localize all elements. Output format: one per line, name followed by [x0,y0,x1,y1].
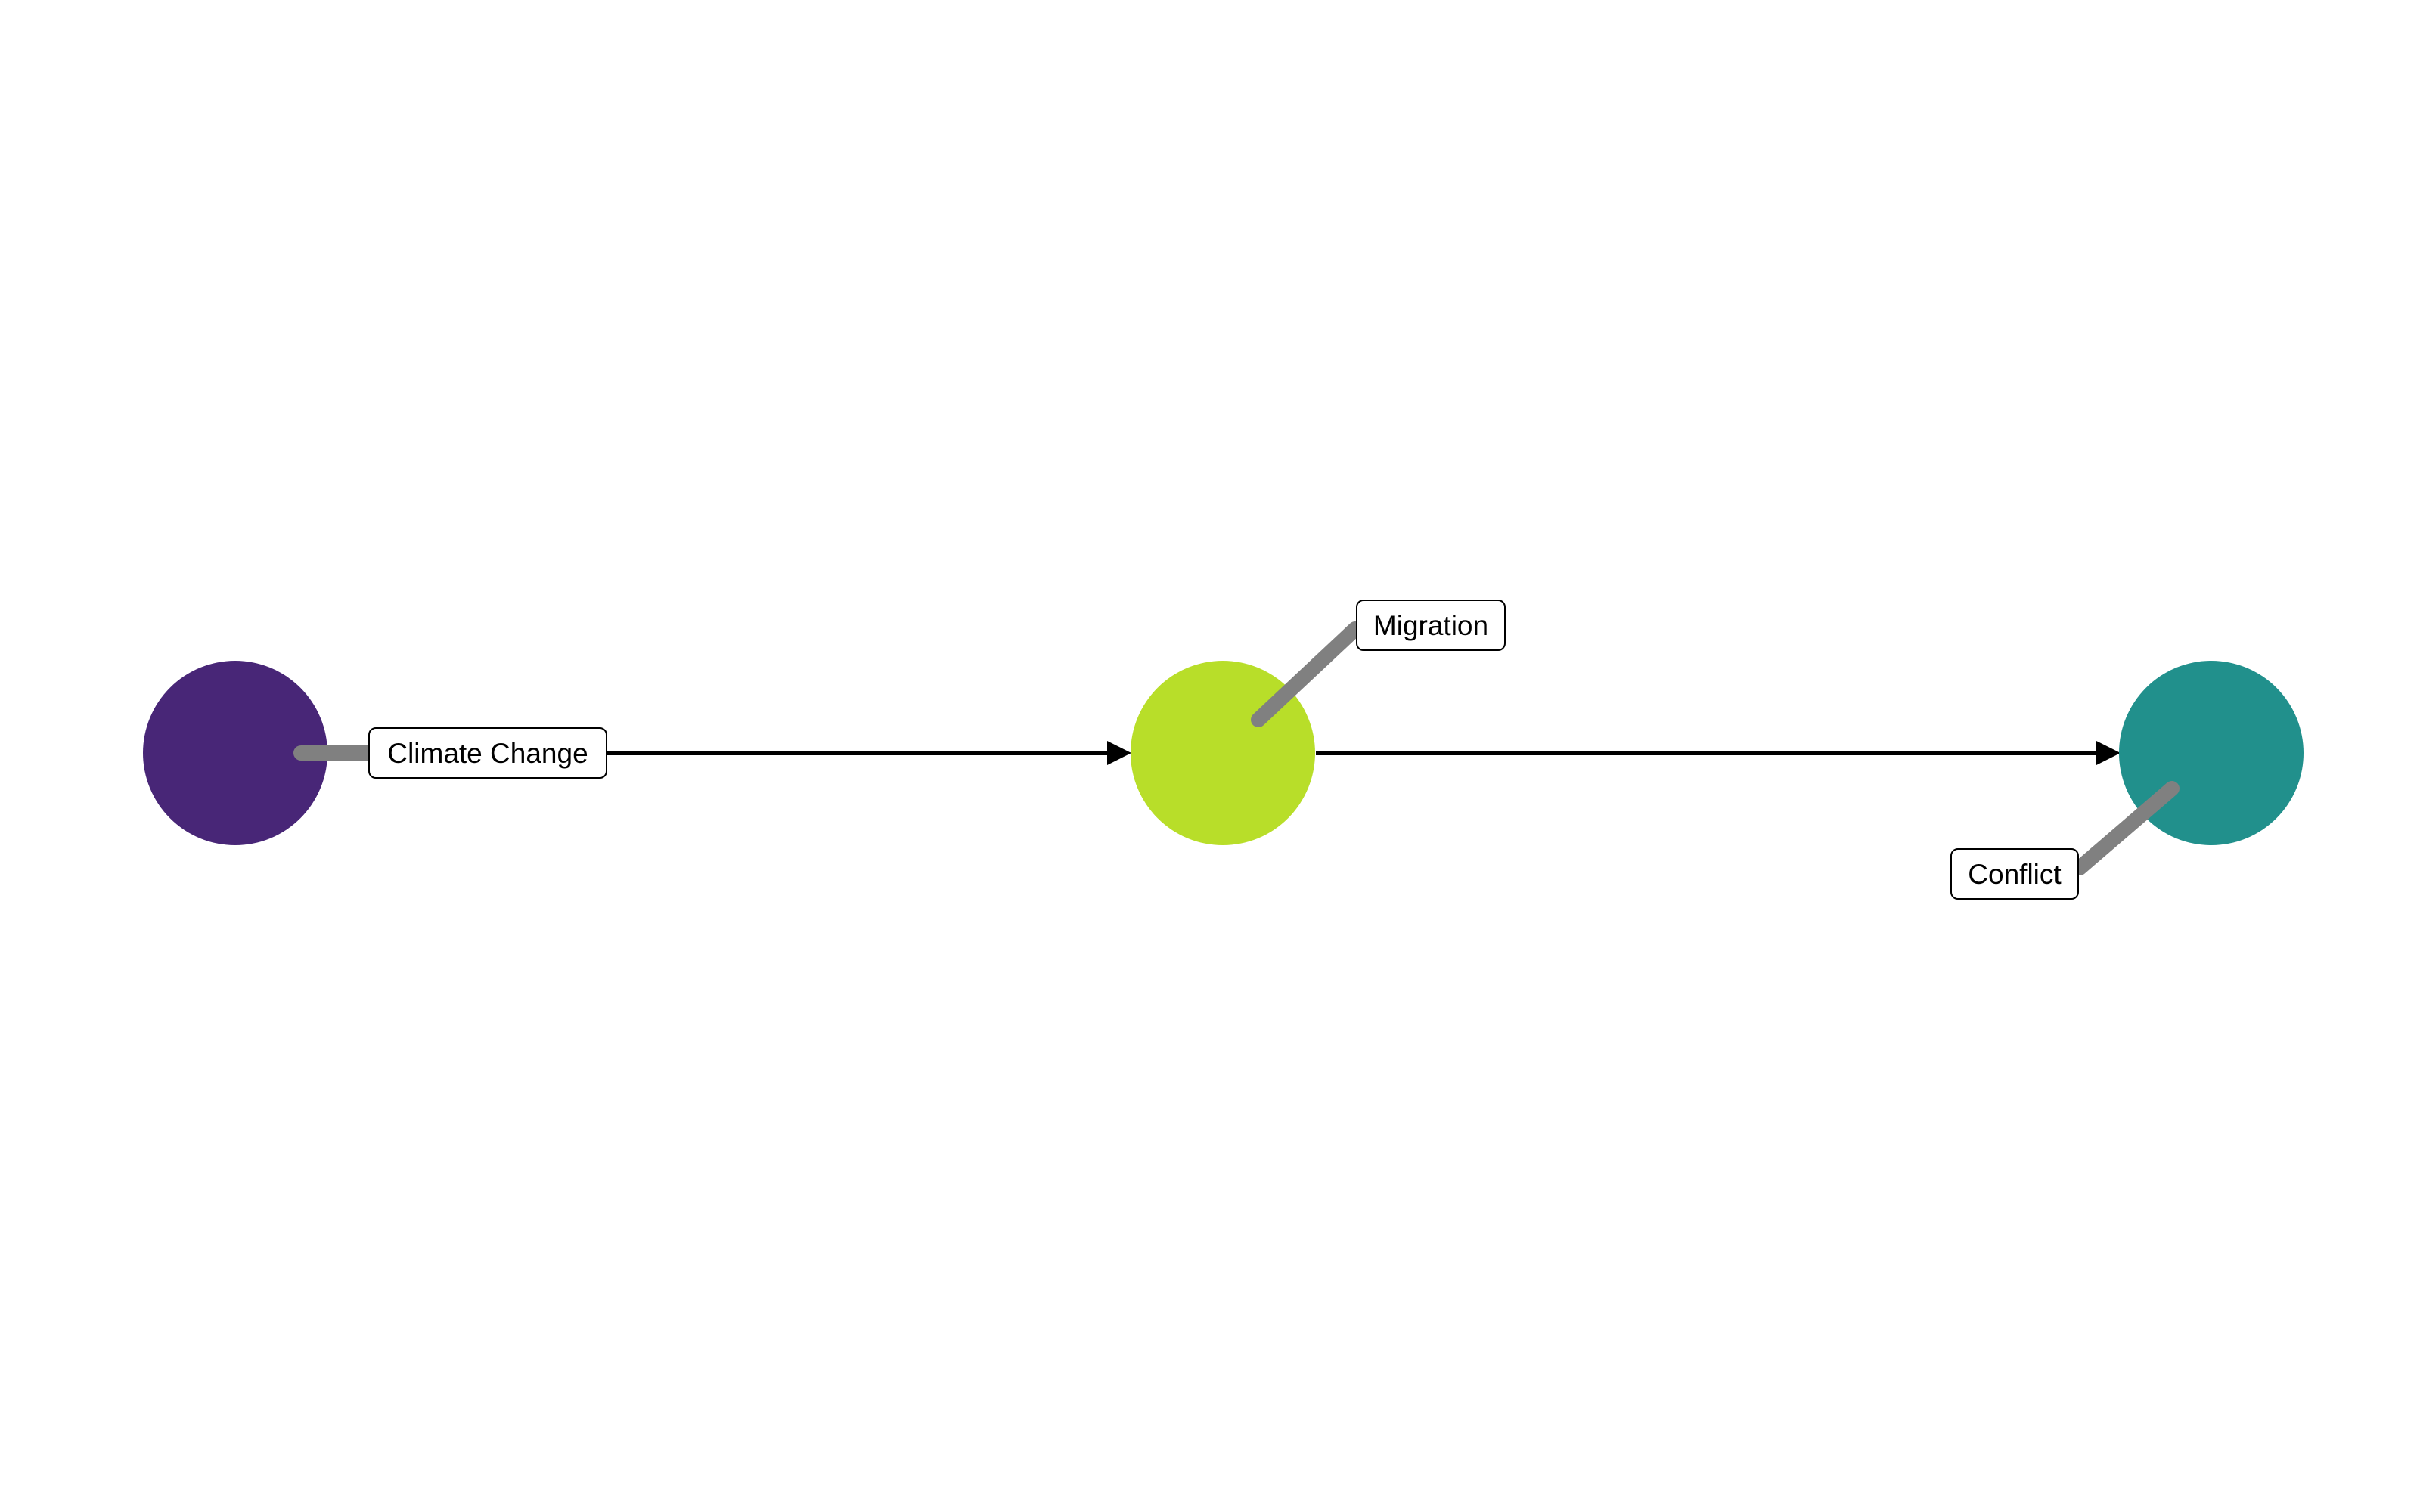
label-migration: Migration [1356,600,1506,651]
node-labels: Climate Change Migration Conflict [368,600,2079,900]
label-box-conflict [1950,848,2079,900]
label-text-migration: Migration [1373,610,1488,641]
arrowhead-conflict [2096,741,2121,765]
label-text-conflict: Conflict [1968,859,2062,890]
label-conflict: Conflict [1950,848,2079,900]
label-box-migration [1356,600,1506,651]
leader-line-conflict [2072,781,2180,875]
leader-line-migration [1251,621,1363,727]
arrowhead-migration [1107,741,1131,765]
label-climate-change: Climate Change [368,727,607,779]
node-climate-change[interactable] [143,661,327,845]
label-box-climate-change [368,727,607,779]
label-text-climate-change: Climate Change [387,738,588,769]
leader-lines [293,621,2180,875]
edges [597,741,2121,765]
